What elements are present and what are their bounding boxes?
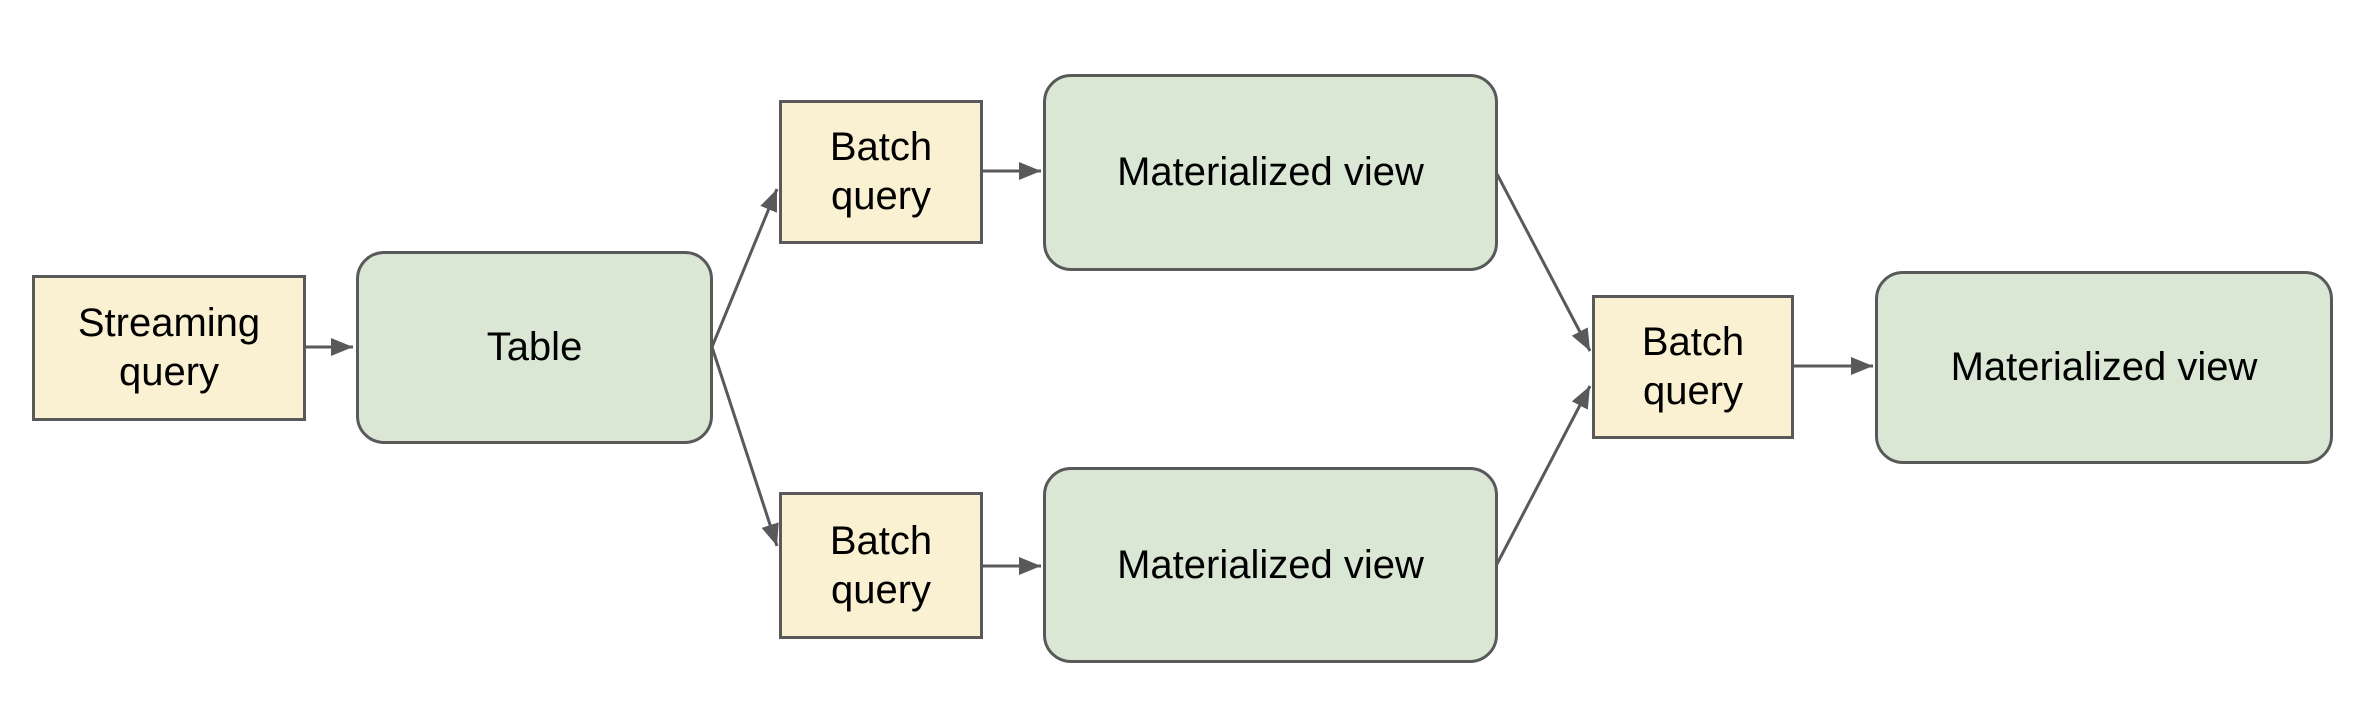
node-materialized-view-final: Materialized view [1875,271,2333,464]
node-table-label: Table [486,325,583,370]
node-streaming-query-label: Streaming query [77,301,261,394]
node-materialized-view-bottom: Materialized view [1043,467,1498,663]
node-batch-query-final: Batch query [1592,295,1794,439]
node-batch-query-bottom-label: Batch query [829,518,933,612]
node-materialized-view-top-label: Materialized view [1117,150,1424,195]
edge-materialized-view-top-to-batch-query-final [1495,173,1592,352]
node-materialized-view-bottom-label: Materialized view [1117,542,1424,587]
edge-table-to-batch-query-top [710,188,779,348]
node-materialized-view-final-label: Materialized view [1950,345,2258,390]
edge-table-to-batch-query-bottom [710,346,779,547]
node-materialized-view-top: Materialized view [1043,74,1498,271]
node-batch-query-top: Batch query [779,100,983,244]
node-table: Table [356,251,713,444]
node-streaming-query: Streaming query [32,275,306,421]
node-batch-query-bottom: Batch query [779,492,983,639]
edge-materialized-view-bottom-to-batch-query-final [1495,385,1592,565]
node-batch-query-final-label: Batch query [1641,320,1745,413]
node-batch-query-top-label: Batch query [829,125,933,218]
